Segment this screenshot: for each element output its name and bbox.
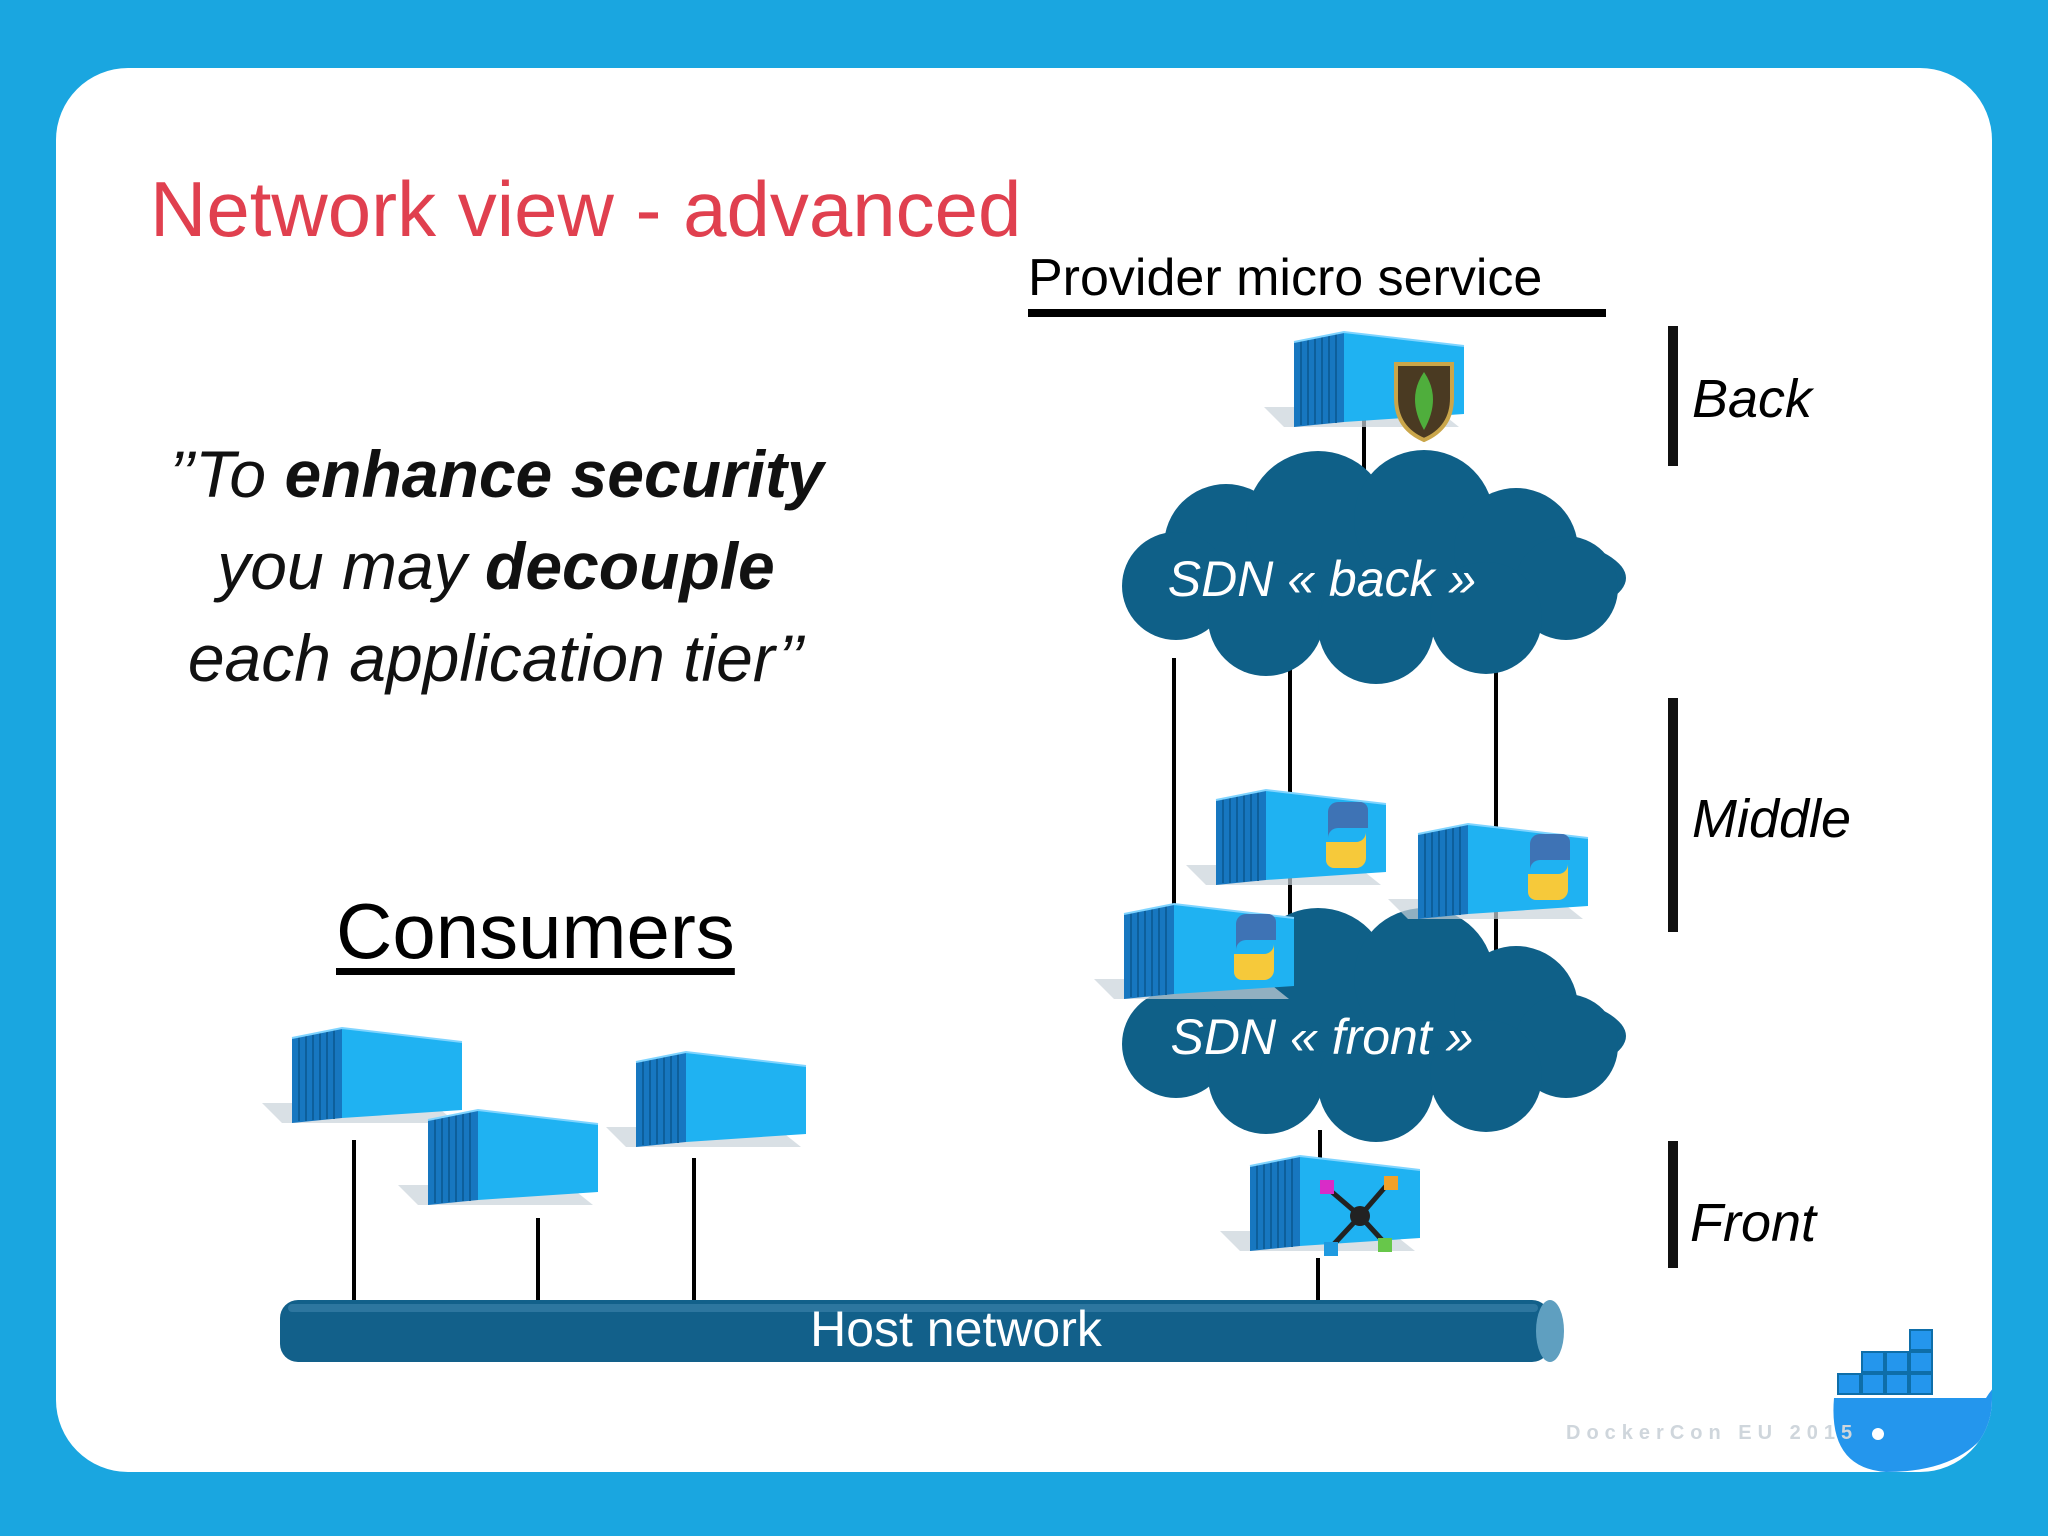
python-container [1093, 903, 1295, 1000]
docker-whale-icon [1833, 1329, 1992, 1472]
event-footer: DockerCon EU 2015 [1566, 1422, 1859, 1444]
slide-title: Network view - advanced [150, 165, 1022, 253]
network-node-icon [1320, 1176, 1398, 1256]
python-container [1185, 789, 1387, 886]
quote: ’’To enhance security you may decouple e… [136, 428, 856, 704]
sdn-back-label: SDN « back » [1167, 551, 1477, 607]
consumer-container [605, 1051, 807, 1148]
quote-emphasis: decouple [485, 529, 775, 603]
python-logo-icon [1528, 834, 1570, 900]
sdn-front-cloud [1122, 908, 1626, 1142]
mongodb-container [1263, 331, 1465, 443]
network-diagram [261, 309, 1992, 1472]
sdn-back-cloud [1122, 450, 1626, 684]
tier-label-back: Back [1692, 369, 1813, 429]
host-network-label: Host network [810, 1301, 1102, 1357]
front-node-container [1219, 1155, 1421, 1256]
slide: Network view - advanced Provider micro s… [56, 68, 1992, 1472]
consumer-container [261, 1027, 463, 1124]
quote-line-2: you may decouple [136, 520, 856, 612]
tier-label-front: Front [1690, 1193, 1817, 1253]
consumer-container [397, 1109, 599, 1206]
python-container [1387, 823, 1589, 920]
quote-line-3: each application tier’’ [187, 621, 805, 695]
tier-label-middle: Middle [1692, 789, 1852, 849]
quote-line-1: ’’To enhance security [136, 428, 856, 520]
provider-heading: Provider micro service [1028, 249, 1543, 307]
quote-text: you may [217, 529, 486, 603]
quote-emphasis: enhance security [284, 437, 824, 511]
python-logo-icon [1234, 914, 1276, 980]
quote-text: ’’To [168, 437, 285, 511]
sdn-front-label: SDN « front » [1170, 1009, 1474, 1065]
host-network-pipe [280, 1300, 1564, 1362]
consumers-heading: Consumers [336, 887, 735, 975]
mongodb-leaf-icon [1394, 362, 1454, 443]
python-logo-icon [1326, 802, 1368, 868]
